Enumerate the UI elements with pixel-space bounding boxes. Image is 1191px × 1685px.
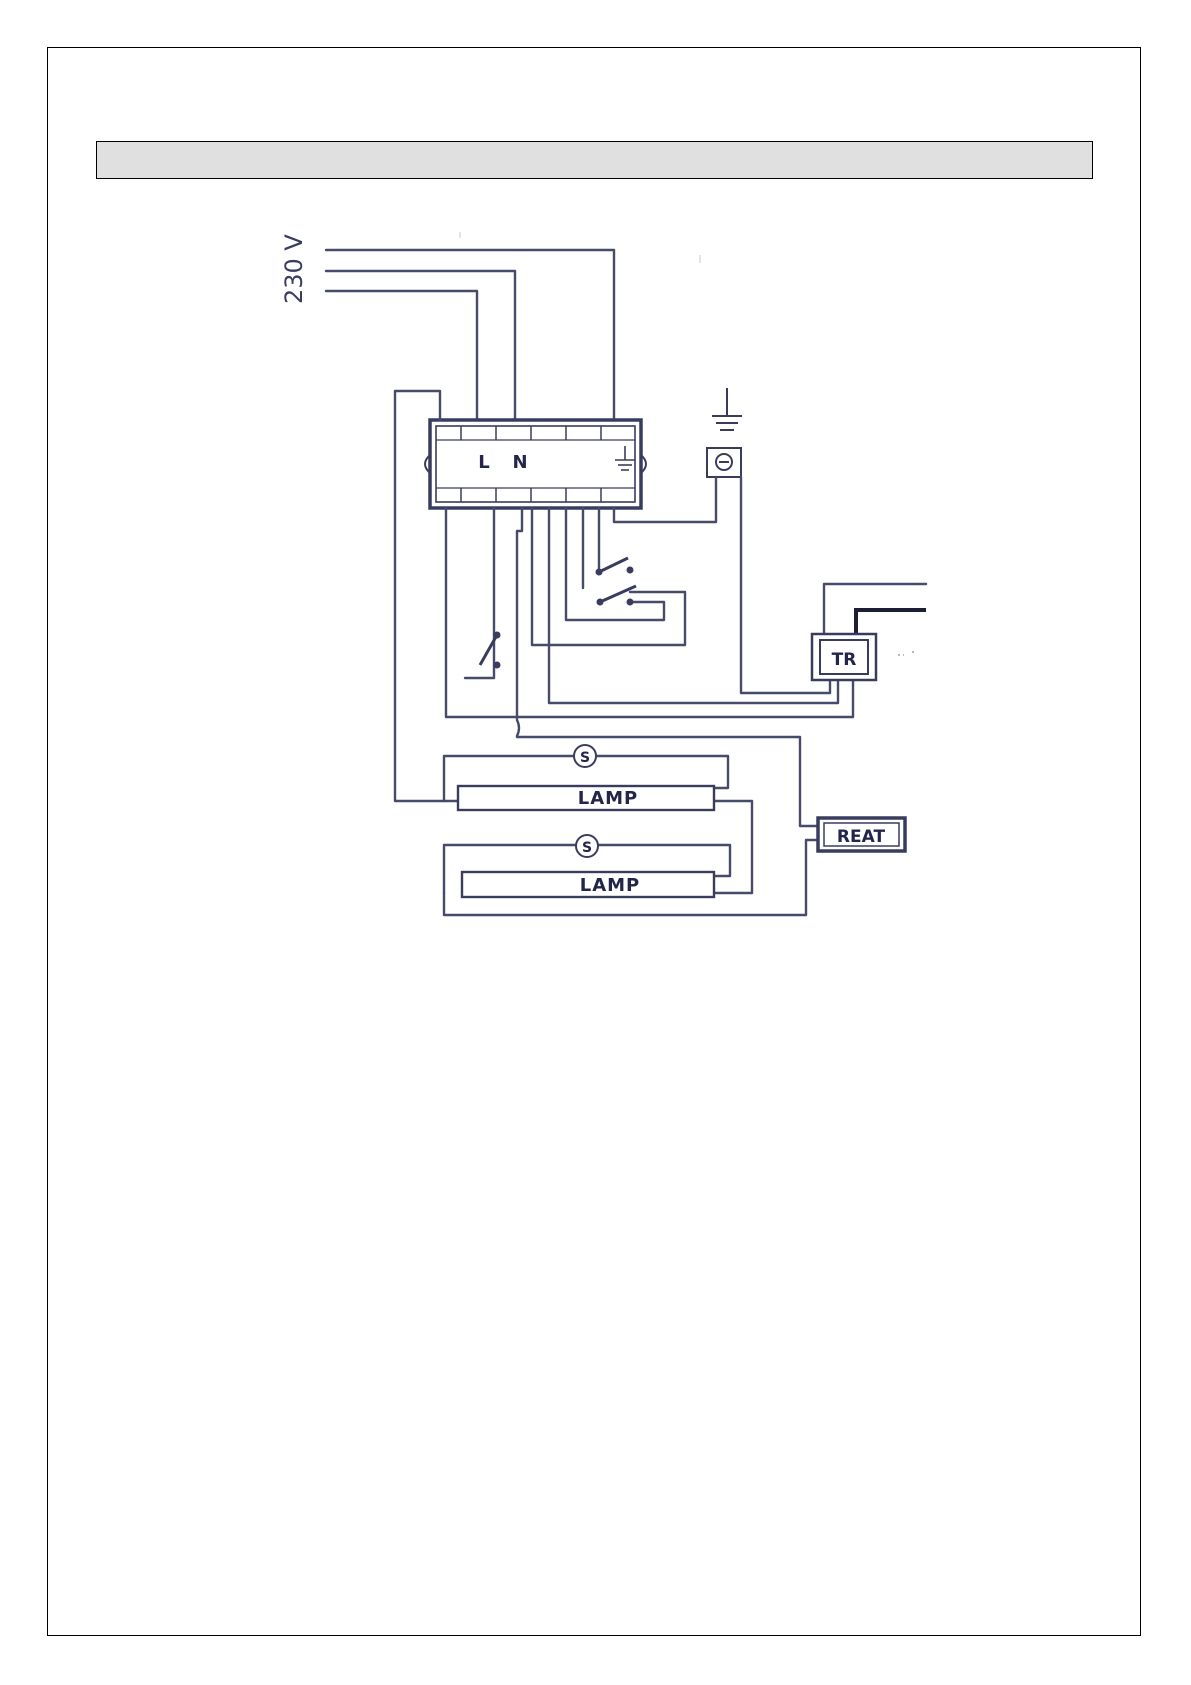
starter-2-label: S: [582, 840, 592, 856]
switch-3: [597, 586, 637, 606]
terminal-block: L N: [425, 420, 646, 508]
starter-2: S: [576, 835, 598, 857]
terminal-live-label: L: [478, 452, 489, 473]
lamp-1-label: LAMP: [578, 788, 639, 809]
transformer-label: TR: [832, 650, 857, 670]
transformer: TR: [812, 584, 926, 680]
supply-wires: [326, 250, 614, 420]
starter-1-label: S: [580, 750, 590, 766]
starter-1: S: [574, 745, 596, 767]
scan-marks: [460, 232, 700, 263]
lamp-2: LAMP: [462, 872, 714, 897]
earth-icon: [712, 388, 742, 430]
lamp-1: LAMP: [458, 786, 714, 810]
reactor-label: REAT: [837, 827, 886, 847]
terminal-neutral-label: N: [512, 452, 527, 473]
switch-2: [596, 558, 634, 576]
earth-terminal: [707, 448, 741, 477]
lamp-2-label: LAMP: [580, 875, 641, 896]
reactor: REAT: [818, 818, 905, 851]
supply-label: 230 V: [280, 234, 308, 304]
switch-1: [480, 632, 501, 669]
